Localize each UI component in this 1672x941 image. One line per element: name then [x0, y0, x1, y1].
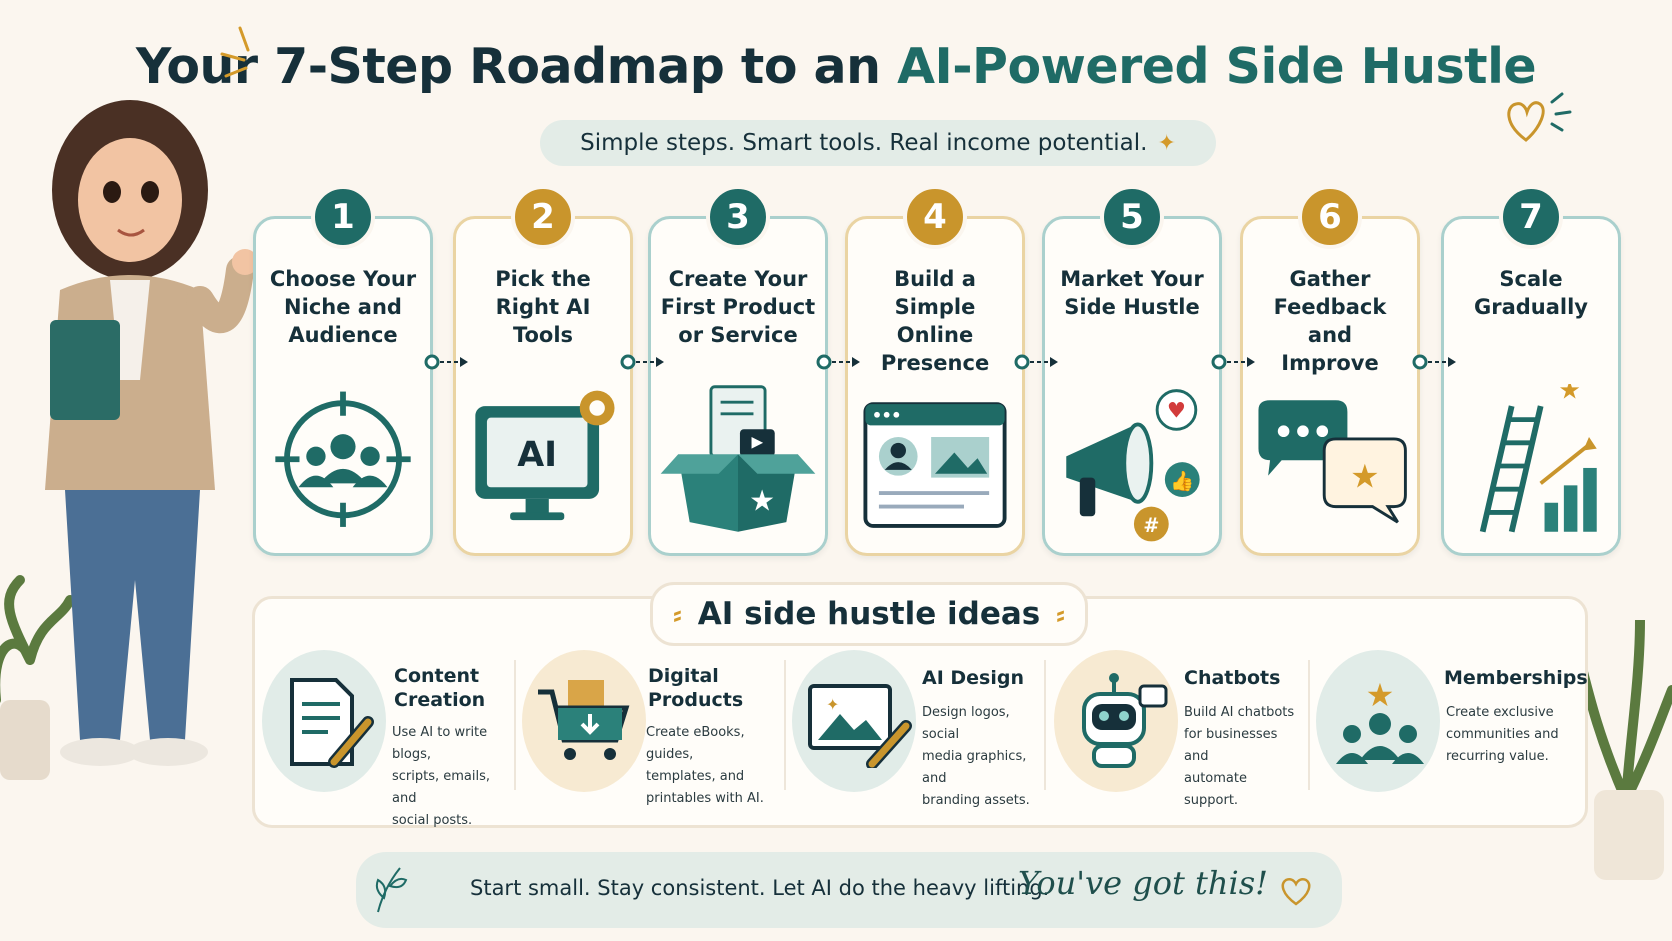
svg-text:★: ★	[1350, 456, 1379, 495]
robot-icon	[1082, 673, 1168, 768]
page-title: Your 7-Step Roadmap to an AI-Powered Sid…	[0, 38, 1672, 95]
idea-title: Memberships	[1444, 667, 1588, 689]
idea-description: Create eBooks, guides, templates, and pr…	[646, 725, 764, 806]
divider	[784, 660, 786, 790]
document-pencil-icon	[290, 678, 374, 768]
step-number-badge: 2	[511, 185, 575, 249]
product-box-icon: ★	[660, 385, 816, 532]
ai-monitor-icon: AI	[475, 390, 615, 521]
step-card-1: 1 Choose Your Niche and Audience	[253, 185, 433, 556]
step-card-3: 3 Create Your First Product or Service ★	[648, 185, 828, 556]
step-number-badge: 1	[311, 185, 375, 249]
spark-right-icon: ⸗	[1056, 599, 1065, 630]
connector-arrow-icon	[1014, 354, 1058, 370]
idea-item-memberships: ★ Memberships Create exclusive communiti…	[1316, 650, 1588, 800]
step-number-badge: 4	[903, 185, 967, 249]
idea-item-chatbots: Chatbots Build AI chatbots for businesse…	[1054, 650, 1304, 808]
step-card-6: 6 Gather Feedback and Improve ★	[1240, 185, 1420, 556]
footer-banner	[356, 852, 1342, 928]
title-accent-text: AI-Powered Side Hustle	[897, 38, 1537, 95]
spark-left-icon: ⸗	[673, 599, 682, 630]
divider	[514, 660, 516, 790]
subtitle-banner: Simple steps. Smart tools. Real income p…	[540, 120, 1216, 166]
idea-description: Design logos, social media graphics, and…	[922, 705, 1030, 808]
design-image-icon: ✦	[808, 684, 912, 768]
connector-arrow-icon	[816, 354, 860, 370]
idea-title: Chatbots	[1184, 667, 1281, 689]
connector-arrow-icon	[1211, 354, 1255, 370]
leaf-sprig-icon	[375, 867, 408, 913]
step-label: Create Your First Product or Service	[660, 267, 816, 347]
step-label: Scale Gradually	[1473, 267, 1588, 319]
idea-description: Create exclusive communities and recurri…	[1446, 705, 1559, 764]
step-label: Build a Simple Online Presence	[880, 267, 990, 375]
step-number-badge: 3	[706, 185, 770, 249]
spark-decoration-icon	[220, 26, 250, 78]
sparkle-icon: ✦	[1157, 130, 1176, 156]
ideas-title-text: AI side hustle ideas	[697, 596, 1041, 632]
idea-item-digital-products: Digital Products Create eBooks, guides, …	[522, 650, 777, 806]
svg-text:♥: ♥	[1167, 399, 1186, 424]
step-card-2: 2 Pick the Right AI Tools AI	[453, 185, 633, 556]
step-label: Choose Your Niche and Audience	[269, 267, 417, 347]
step-number-badge: 6	[1298, 185, 1362, 249]
heart-decoration-icon	[1507, 92, 1572, 142]
step-number-badge: 5	[1100, 185, 1164, 249]
svg-text:★: ★	[1366, 676, 1395, 714]
shopping-cart-icon	[538, 680, 630, 760]
community-star-icon: ★	[1336, 676, 1424, 764]
step-card-4: 4 Build a Simple Online Presence	[845, 185, 1025, 556]
feedback-chat-icon: ★	[1258, 400, 1407, 524]
step-number-badge: 7	[1499, 185, 1563, 249]
idea-item-ai-design: ✦ AI Design Design logos, social media g…	[792, 650, 1037, 808]
divider	[1308, 660, 1310, 790]
ai-monitor-text: AI	[517, 435, 557, 475]
svg-text:★: ★	[749, 483, 775, 517]
step-card-5: 5 Market Your Side Hustle ♥ 👍 #	[1042, 185, 1222, 556]
connector-arrow-icon	[620, 354, 664, 370]
step-label: Market Your Side Hustle	[1060, 267, 1204, 319]
megaphone-icon: ♥ 👍 #	[1066, 389, 1200, 542]
idea-item-content-creation: Content Creation Use AI to write blogs, …	[262, 650, 512, 828]
connector-arrow-icon	[424, 354, 468, 370]
divider	[1044, 660, 1046, 790]
step-label: Gather Feedback and Improve	[1273, 267, 1387, 375]
step-card-7: 7 Scale Gradually ★	[1441, 185, 1621, 556]
connector-arrow-icon	[1412, 354, 1456, 370]
target-audience-icon	[275, 391, 411, 527]
idea-title: AI Design	[922, 667, 1024, 689]
svg-text:★: ★	[1558, 384, 1581, 404]
subtitle-text: Simple steps. Smart tools. Real income p…	[580, 130, 1148, 156]
idea-description: Build AI chatbots for businesses and aut…	[1184, 705, 1295, 808]
footer-text: Start small. Stay consistent. Let AI do …	[470, 876, 1050, 900]
idea-title: Digital Products	[648, 665, 744, 711]
idea-description: Use AI to write blogs, scripts, emails, …	[392, 725, 491, 828]
plant-right-icon	[1580, 620, 1672, 880]
heart-icon	[1281, 877, 1311, 906]
website-icon	[863, 402, 1007, 528]
plant-left-icon	[0, 575, 75, 780]
idea-title: Content Creation	[394, 665, 486, 711]
step-label: Pick the Right AI Tools	[495, 267, 591, 347]
title-text: Your 7-Step Roadmap to an	[135, 38, 898, 95]
svg-text:✦: ✦	[826, 695, 839, 714]
ladder-growth-icon: ★	[1479, 384, 1597, 533]
svg-text:👍: 👍	[1170, 469, 1194, 492]
hashtag-text: #	[1143, 514, 1159, 537]
ideas-heading: ⸗ AI side hustle ideas ⸗	[650, 582, 1088, 646]
presenter-illustration	[0, 100, 258, 780]
footer-script-text: You've got this!	[1018, 864, 1268, 902]
